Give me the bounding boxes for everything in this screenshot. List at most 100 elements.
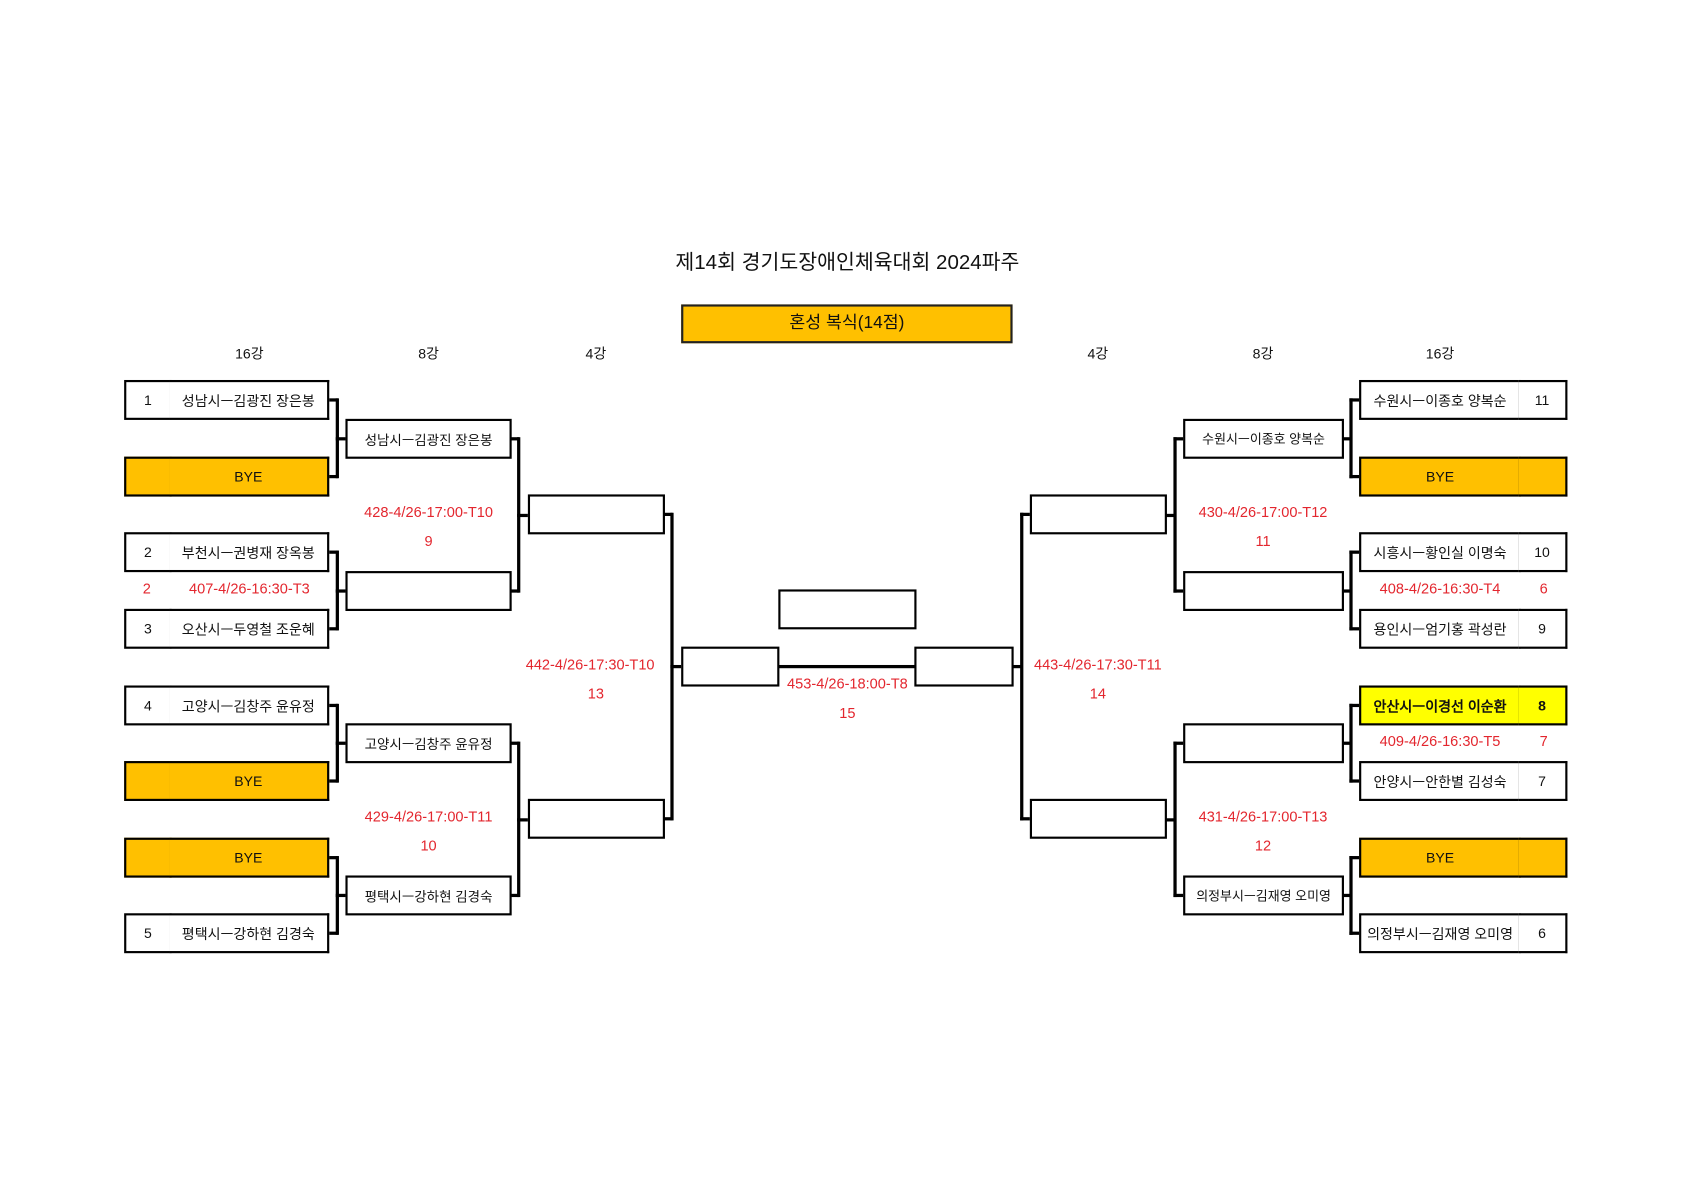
- connector-line: [1342, 436, 1351, 440]
- quarterfinal-slot: [345, 571, 512, 611]
- seed-cell: 9: [1518, 608, 1568, 649]
- team-entry: 성남시ㅡ김광진 장은봉: [169, 379, 330, 420]
- seed-cell: [1518, 456, 1568, 497]
- connector-line: [1349, 703, 1353, 783]
- connector-line: [1173, 741, 1177, 898]
- quarterfinal-slot: 수원시ㅡ이종호 양복순: [1183, 418, 1344, 459]
- match-schedule: 443-4/26-17:30-T11: [1033, 656, 1162, 673]
- connector-line: [1349, 550, 1353, 631]
- connector-line: [517, 513, 528, 517]
- connector-line: [1349, 398, 1360, 402]
- seed-cell: 7: [1518, 761, 1568, 801]
- seed-cell: 10: [1518, 532, 1568, 573]
- connector-line: [1349, 703, 1360, 708]
- match-schedule: 430-4/26-17:00-T12: [1198, 504, 1328, 521]
- connector-line: [670, 664, 682, 669]
- connector-line: [1165, 513, 1175, 517]
- match-number: 10: [420, 837, 437, 854]
- team-entry: 부천시ㅡ권병재 장옥봉: [169, 532, 330, 573]
- connector-line: [1173, 589, 1184, 593]
- match-number: 13: [587, 685, 604, 702]
- semifinal-slot: [527, 494, 665, 535]
- connector-line: [1349, 550, 1360, 554]
- team-entry: 수원시ㅡ이종호 양복순: [1359, 379, 1522, 420]
- seed-cell: 2: [124, 532, 172, 573]
- connector-line: [510, 589, 520, 593]
- connector-line: [335, 893, 346, 898]
- connector-line: [1020, 512, 1024, 821]
- connector-line: [663, 512, 673, 517]
- connector-line: [778, 664, 916, 669]
- round-label-right-8: 8강: [1252, 345, 1274, 362]
- connector-line: [329, 550, 338, 554]
- connector-line: [329, 627, 338, 631]
- match-number: 2: [142, 580, 151, 597]
- match-schedule: 431-4/26-17:00-T13: [1198, 808, 1328, 825]
- seed-cell: [124, 456, 172, 497]
- round-label-right-4: 4강: [1087, 345, 1109, 362]
- round-label-left-4: 4강: [585, 345, 607, 362]
- round-label-left-16: 16강: [235, 345, 264, 362]
- bye-slot: BYE: [169, 837, 330, 878]
- match-schedule: 408-4/26-16:30-T4: [1379, 580, 1501, 597]
- connector-line: [1020, 512, 1030, 517]
- connector-line: [329, 398, 338, 402]
- seed-cell: 1: [124, 379, 172, 420]
- match-schedule: 409-4/26-16:30-T5: [1379, 732, 1501, 750]
- connector-line: [335, 741, 346, 745]
- match-schedule: 428-4/26-17:00-T10: [364, 504, 493, 521]
- connector-line: [510, 741, 520, 745]
- connector-line: [1349, 474, 1360, 479]
- quarterfinal-slot: 평택시ㅡ강하현 김경숙: [345, 875, 512, 916]
- team-entry: 의정부시ㅡ김재영 오미영: [1359, 913, 1522, 954]
- connector-line: [1012, 664, 1022, 669]
- connector-line: [1342, 741, 1351, 745]
- quarterfinal-slot: 의정부시ㅡ김재영 오미영: [1183, 875, 1344, 916]
- match-number: 6: [1539, 580, 1548, 597]
- seed-cell: 4: [124, 685, 172, 726]
- page-title: 제14회 경기도장애인체육대회 2024파주: [675, 251, 1020, 275]
- team-entry: 고양시ㅡ김창주 윤유정: [169, 685, 330, 726]
- match-schedule: 453-4/26-18:00-T8: [787, 675, 908, 692]
- connector-line: [1349, 779, 1360, 783]
- connector-line: [329, 779, 338, 783]
- connector-line: [329, 474, 338, 479]
- team-entry: 시흥시ㅡ황인실 이명숙: [1359, 532, 1522, 573]
- team-entry: 평택시ㅡ강하현 김경숙: [169, 913, 330, 954]
- team-entry: 용인시ㅡ엄기홍 곽성란: [1359, 608, 1522, 649]
- seed-cell: [1518, 837, 1568, 878]
- connector-line: [1165, 817, 1175, 821]
- semifinal-slot: [1029, 798, 1167, 839]
- seed-cell: 6: [1518, 913, 1568, 954]
- bye-slot: BYE: [1359, 456, 1522, 497]
- match-schedule: 429-4/26-17:00-T11: [364, 808, 493, 825]
- connector-line: [510, 437, 520, 441]
- connector-line: [1342, 893, 1351, 898]
- connector-line: [335, 436, 346, 440]
- connector-line: [1173, 741, 1184, 745]
- match-number: 9: [424, 533, 433, 550]
- seed-cell: 5: [124, 913, 172, 954]
- connector-line: [1349, 856, 1353, 935]
- bye-slot: BYE: [169, 456, 330, 497]
- final-slot-left: [681, 646, 780, 687]
- bye-slot: BYE: [169, 761, 330, 801]
- match-number: 7: [1539, 732, 1548, 750]
- connector-line: [1349, 931, 1360, 935]
- connector-line: [1342, 588, 1351, 593]
- quarterfinal-slot: [1183, 723, 1344, 764]
- event-title: 혼성 복식(14점): [681, 304, 1013, 344]
- seed-cell: 3: [124, 608, 172, 649]
- connector-line: [335, 588, 346, 593]
- semifinal-slot: [527, 798, 665, 839]
- semifinal-slot: [1029, 494, 1167, 535]
- team-entry: 안산시ㅡ이경선 이순환: [1359, 685, 1522, 726]
- match-number: 11: [1255, 533, 1271, 550]
- seed-cell: 11: [1518, 379, 1568, 420]
- connector-line: [517, 817, 528, 821]
- round-label-left-8: 8강: [418, 345, 439, 362]
- seed-cell: 8: [1518, 685, 1568, 726]
- match-number: 15: [839, 704, 856, 722]
- match-number: 14: [1089, 685, 1106, 702]
- quarterfinal-slot: 고양시ㅡ김창주 윤유정: [345, 723, 512, 764]
